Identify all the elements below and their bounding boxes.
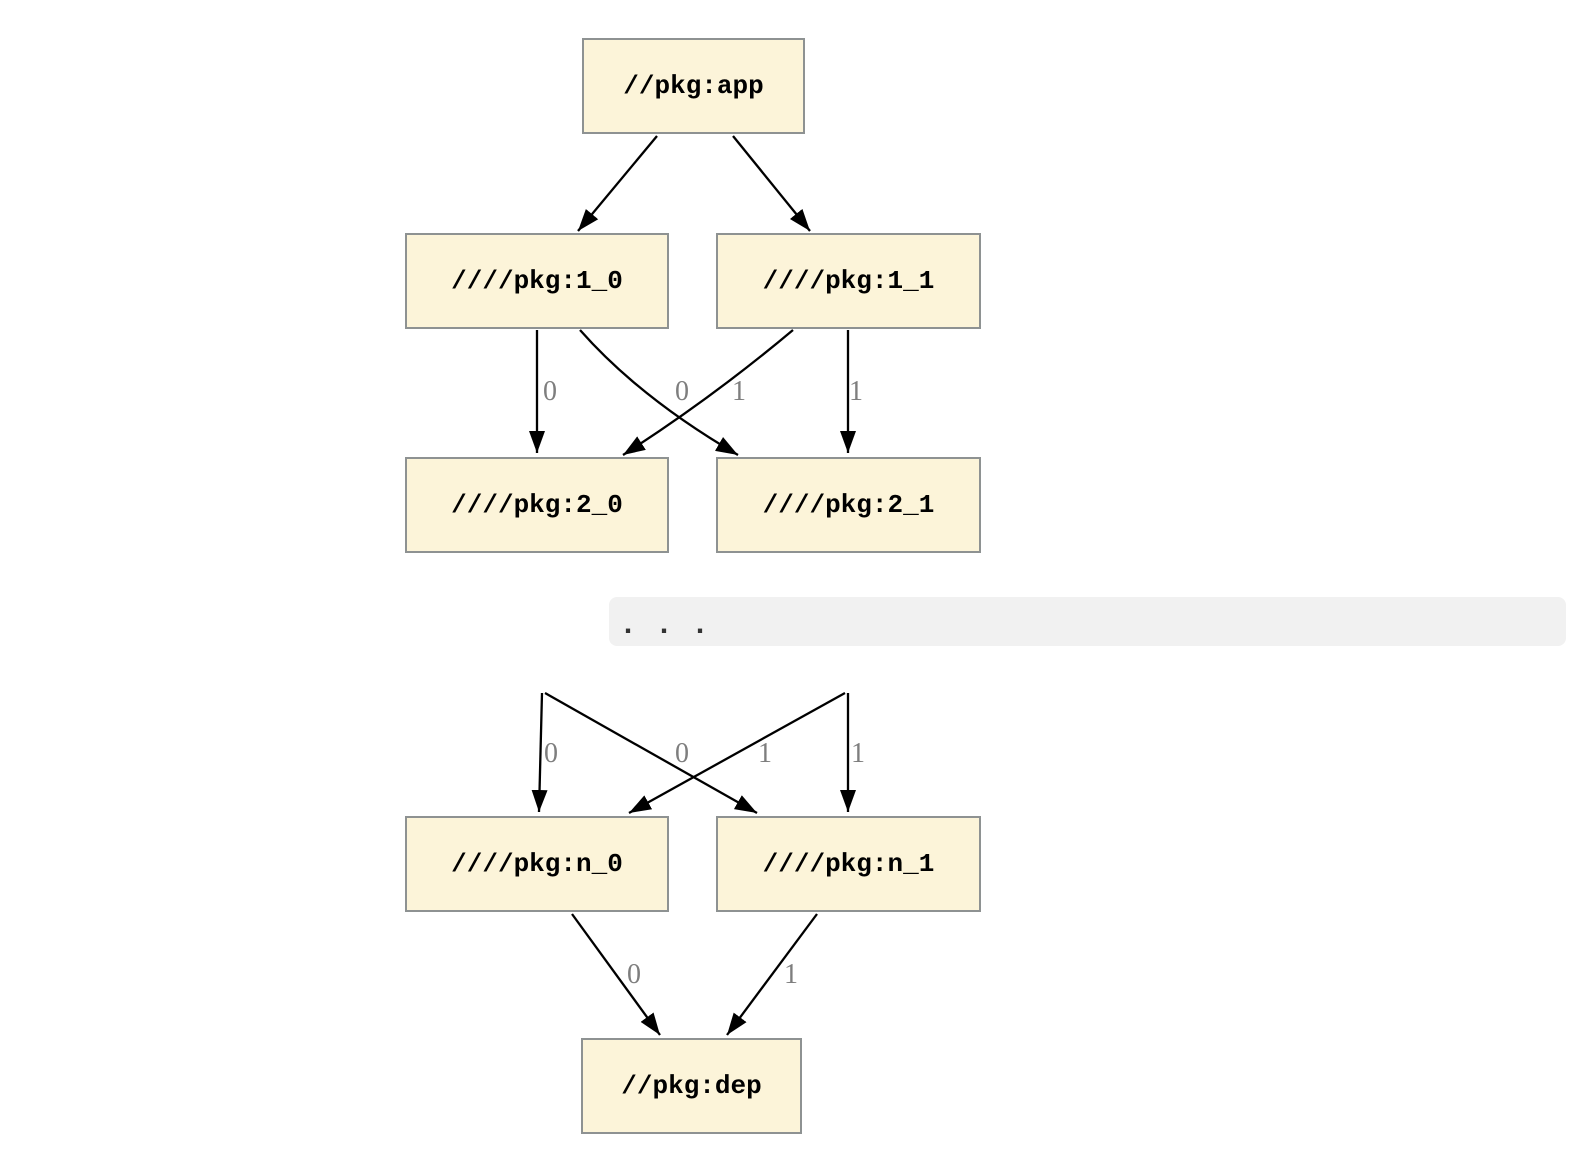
edge-label-prev0-n_0: 0 xyxy=(544,738,558,769)
node-pkg-2_0: ////pkg:2_0 xyxy=(405,457,669,553)
edge-1_1-to-2_0 xyxy=(622,329,794,456)
edge-1_0-to-2_1 xyxy=(579,329,739,456)
edge-n_1-to-dep xyxy=(726,913,818,1036)
edge-label-n_1-dep: 1 xyxy=(784,959,798,990)
edge-prev0-to-n_1 xyxy=(544,691,758,815)
edge-label-prev0-n_1: 1 xyxy=(758,738,772,769)
edge-app-to-1_1 xyxy=(732,135,811,232)
edge-label-1_1-2_1: 1 xyxy=(849,376,863,407)
node-pkg-1_0: ////pkg:1_0 xyxy=(405,233,669,329)
edge-label-n_0-dep: 0 xyxy=(627,959,641,990)
edge-label-1_0-2_1: 1 xyxy=(732,376,746,407)
edge-prev0-to-n_0 xyxy=(531,692,548,813)
edge-label-1_1-2_0: 0 xyxy=(675,376,689,407)
node-pkg-1_1: ////pkg:1_1 xyxy=(716,233,981,329)
edge-app-to-1_0 xyxy=(577,135,658,232)
node-pkg-n_1: ////pkg:n_1 xyxy=(716,816,981,912)
node-pkg-dep: //pkg:dep xyxy=(581,1038,802,1134)
node-pkg-2_1: ////pkg:2_1 xyxy=(716,457,981,553)
edge-label-prev1-n_1: 1 xyxy=(851,738,865,769)
edge-label-1_0-2_0: 0 xyxy=(543,376,557,407)
edge-n_0-to-dep xyxy=(571,913,661,1036)
code-divider: . . . xyxy=(609,597,1566,646)
node-pkg-n_0: ////pkg:n_0 xyxy=(405,816,669,912)
node-pkg-app: //pkg:app xyxy=(582,38,805,134)
ellipsis-text: . . . xyxy=(619,609,710,643)
edge-label-prev1-n_0: 0 xyxy=(675,738,689,769)
edge-prev1-to-n_0 xyxy=(628,691,846,815)
